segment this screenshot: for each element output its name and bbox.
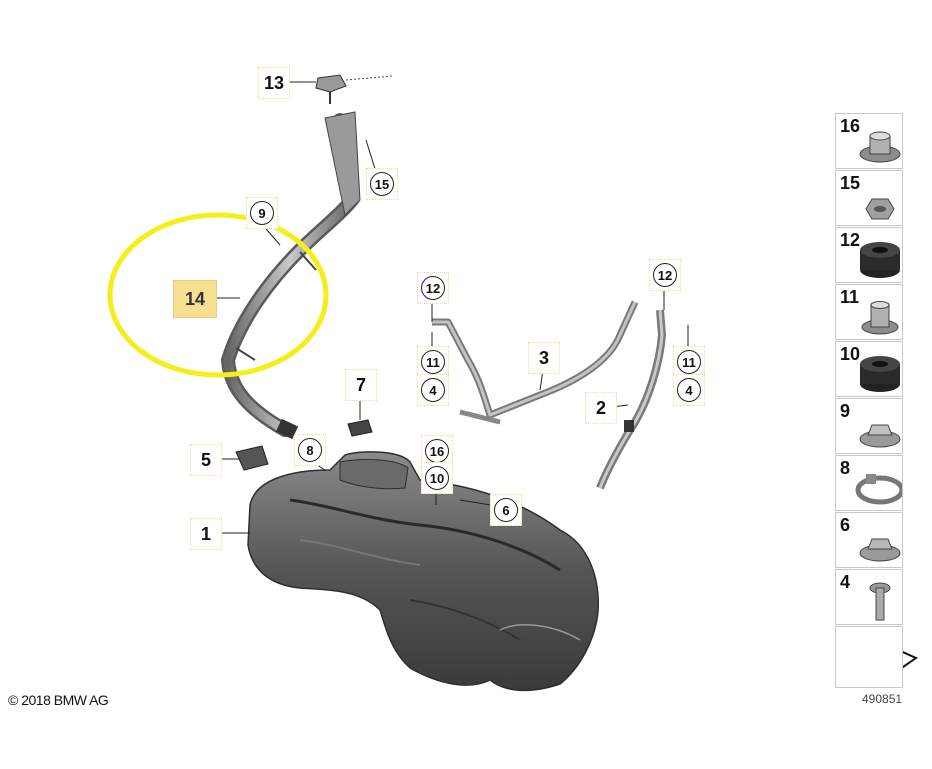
side-view-arrow-cell — [835, 626, 903, 688]
pad-7 — [347, 419, 373, 437]
collar-nut-icon — [861, 301, 899, 335]
callout-5[interactable]: 5 — [190, 444, 222, 476]
callout-6[interactable]: 6 — [490, 494, 522, 526]
flange-nut-icon — [859, 538, 901, 562]
callout-1[interactable]: 1 — [190, 518, 222, 550]
side-part-12[interactable]: 12 — [835, 227, 903, 283]
side-part-8[interactable]: 8 — [835, 455, 905, 511]
rubber-grommet-icon — [860, 242, 900, 278]
side-part-11[interactable]: 11 — [835, 284, 903, 340]
callout-14[interactable]: 14 — [173, 280, 217, 318]
callout-7[interactable]: 7 — [345, 369, 377, 401]
side-part-15[interactable]: 15 — [835, 170, 903, 226]
callout-12-right[interactable]: 12 — [649, 259, 681, 291]
bolt-icon — [869, 582, 891, 621]
callout-4-right[interactable]: 4 — [673, 374, 705, 406]
callout-4-left[interactable]: 4 — [417, 374, 449, 406]
callout-15[interactable]: 15 — [366, 168, 398, 200]
side-part-6[interactable]: 6 — [835, 512, 903, 568]
diagram-id: 490851 — [862, 692, 903, 706]
copyright-text: © 2018 BMW AG — [8, 692, 109, 708]
side-part-9[interactable]: 9 — [835, 398, 903, 454]
pad-5 — [235, 445, 269, 471]
rubber-grommet-icon — [860, 356, 900, 392]
collar-nut-icon — [859, 131, 901, 163]
tank-strap-3 — [432, 300, 639, 425]
side-part-4[interactable]: 4 — [835, 569, 903, 625]
tank-strap-2 — [596, 309, 667, 490]
filler-pipe — [220, 111, 361, 440]
side-part-16[interactable]: 16 — [835, 113, 903, 169]
callout-9[interactable]: 9 — [246, 197, 278, 229]
callout-11-left[interactable]: 11 — [417, 346, 449, 378]
callout-12-left[interactable]: 12 — [417, 272, 449, 304]
callout-16[interactable]: 16 — [421, 435, 453, 467]
callout-10[interactable]: 10 — [421, 462, 453, 494]
side-part-10[interactable]: 10 — [835, 341, 903, 397]
vent-cap — [315, 74, 393, 104]
callout-13[interactable]: 13 — [258, 67, 290, 99]
highlight-ring — [107, 212, 329, 378]
hex-nut-icon — [865, 198, 895, 220]
callout-2[interactable]: 2 — [585, 392, 617, 424]
callout-3[interactable]: 3 — [528, 342, 560, 374]
flange-nut-icon — [859, 424, 901, 448]
callout-8[interactable]: 8 — [294, 434, 326, 466]
